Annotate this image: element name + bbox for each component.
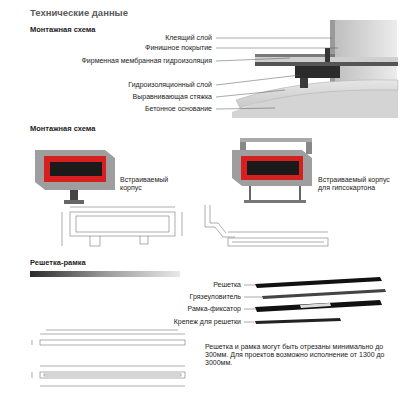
layer-label: Гидроизоляционный слой xyxy=(40,81,212,89)
layer-label: Бетонное основание xyxy=(40,105,212,113)
section-heading: Решетка-рамка xyxy=(30,259,150,268)
note-text: Решетка и рамка могут быть отрезаны мини… xyxy=(205,343,385,367)
part-label: Встраиваемый корпус для гипсокартона xyxy=(318,176,396,192)
grate-drawings xyxy=(32,330,185,386)
leader-lines xyxy=(216,38,338,109)
housing-left xyxy=(35,150,115,204)
layer-label: Финишное покрытие xyxy=(60,44,212,52)
layer-label: Выравнивающая стяжка xyxy=(40,93,212,101)
floor-section xyxy=(232,20,398,118)
layer-label: Клеящий слой xyxy=(60,34,212,42)
part-label: Встраиваемый корпус xyxy=(120,176,190,192)
section-heading: Монтажная схема xyxy=(30,125,150,134)
part-label: Решетка xyxy=(150,281,241,289)
part-label: Крепеж для решетки xyxy=(130,318,241,326)
page-title: Технические данные xyxy=(30,8,128,19)
leader-lines xyxy=(244,285,262,322)
section-heading: Монтажная схема xyxy=(30,26,150,35)
exploded-grate xyxy=(255,277,386,324)
part-label: Рамка-фиксатор xyxy=(150,305,241,313)
part-label: Грязеуловитель xyxy=(150,293,241,301)
grate-strip xyxy=(30,271,180,277)
layer-label: Фирменная мембранная гидроизоляция xyxy=(40,57,212,65)
technical-drawings xyxy=(62,205,328,246)
housing-drywall xyxy=(232,138,312,203)
